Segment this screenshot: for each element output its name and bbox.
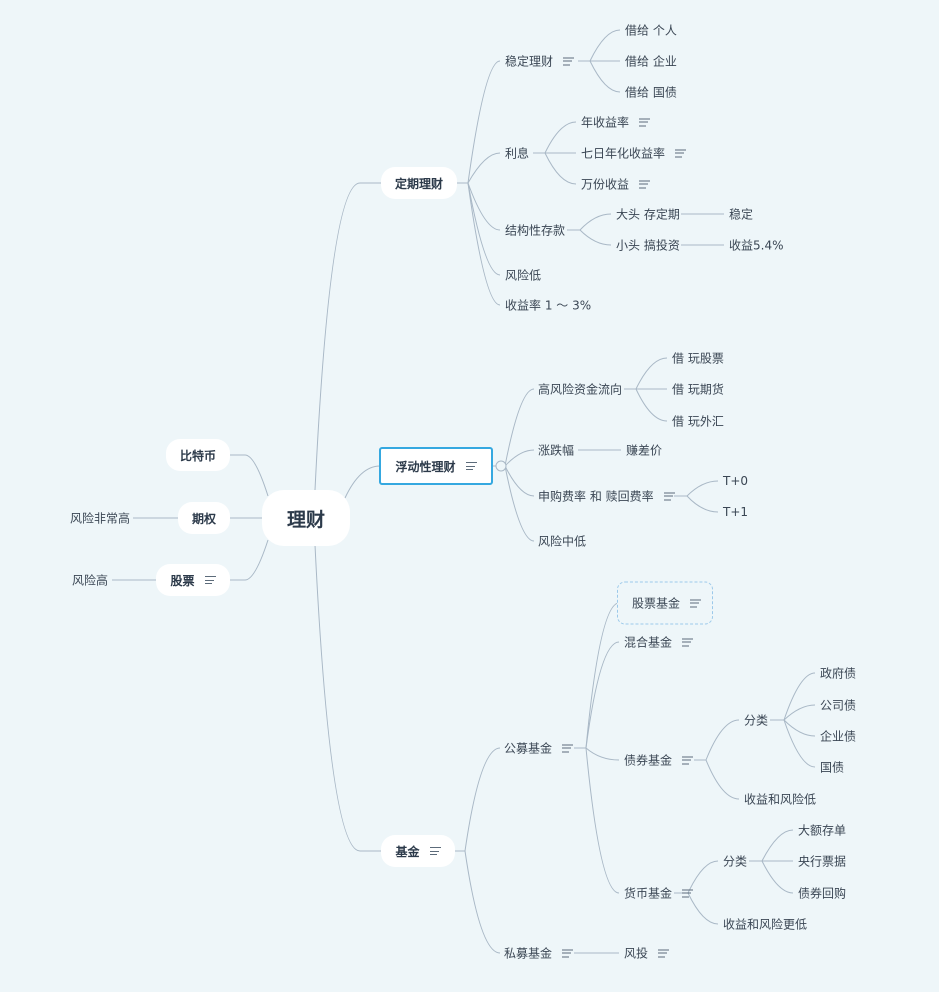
topic-fudong-label: 浮动性理财 xyxy=(395,459,456,474)
huobi-item[interactable]: 央行票据 xyxy=(798,854,847,869)
subtopic-simu-label: 私募基金 xyxy=(504,946,553,961)
notes-icon[interactable] xyxy=(639,118,651,126)
zhaiquan-item[interactable]: 国债 xyxy=(820,760,845,775)
subtopic-simu[interactable]: 私募基金 xyxy=(504,945,574,962)
zhaiquan-item[interactable]: 公司债 xyxy=(820,698,857,713)
topic-dingqi[interactable]: 定期理财 xyxy=(381,167,457,199)
huobi-item[interactable]: 债券回购 xyxy=(798,886,847,901)
fund-gupiao-label: 股票基金 xyxy=(632,596,681,611)
topic-dingqi-label: 定期理财 xyxy=(394,176,443,191)
lixi-item[interactable]: 七日年化收益率 xyxy=(581,145,687,162)
notes-icon[interactable] xyxy=(639,180,651,188)
shengou-item[interactable]: T+1 xyxy=(723,505,749,519)
topic-bitebi[interactable]: 比特币 xyxy=(166,439,230,471)
notes-icon[interactable] xyxy=(562,744,574,752)
simu-child-label: 风投 xyxy=(624,946,649,961)
notes-icon[interactable] xyxy=(562,949,574,957)
collapse-toggle[interactable] xyxy=(495,460,507,472)
gaofeng-item[interactable]: 借 玩期货 xyxy=(672,382,724,397)
zhaiquan-item[interactable]: 政府债 xyxy=(820,666,857,681)
gaofeng-item[interactable]: 借 玩股票 xyxy=(672,351,724,366)
notes-icon[interactable] xyxy=(663,492,675,500)
subtopic-gongmu-label: 公募基金 xyxy=(504,741,553,756)
fund-hunhe[interactable]: 混合基金 xyxy=(624,634,694,651)
fund-zhaiquan[interactable]: 债券基金 xyxy=(624,752,694,769)
dingqi-rate[interactable]: 收益率 1 ～ 3% xyxy=(505,298,592,313)
wending-item[interactable]: 借给 企业 xyxy=(625,54,677,69)
notes-icon[interactable] xyxy=(690,599,702,607)
subtopic-gaofeng[interactable]: 高风险资金流向 xyxy=(538,382,623,397)
fudong-risk[interactable]: 风险中低 xyxy=(538,534,587,549)
jiegou-big[interactable]: 大头 存定期 xyxy=(616,207,680,222)
topic-gupiao-label: 股票 xyxy=(170,573,195,588)
zhangdie-note[interactable]: 赚差价 xyxy=(626,443,663,458)
subtopic-shengou-label: 申购费率 和 赎回费率 xyxy=(538,489,654,504)
zhaiquan-item[interactable]: 企业债 xyxy=(820,729,857,744)
huobi-fenlei[interactable]: 分类 xyxy=(723,854,748,869)
fund-huobi-label: 货币基金 xyxy=(624,886,673,901)
gupiao-note[interactable]: 风险高 xyxy=(71,573,108,588)
subtopic-lixi[interactable]: 利息 xyxy=(505,146,530,161)
shengou-item[interactable]: T+0 xyxy=(723,474,749,488)
notes-icon[interactable] xyxy=(675,149,687,157)
subtopic-wending[interactable]: 稳定理财 xyxy=(505,53,575,70)
subtopic-gongmu[interactable]: 公募基金 xyxy=(504,740,574,757)
topic-qiquan[interactable]: 期权 xyxy=(178,502,230,534)
topic-jijin-label: 基金 xyxy=(395,844,420,859)
notes-icon[interactable] xyxy=(563,57,575,65)
lixi-item-label: 七日年化收益率 xyxy=(581,146,666,161)
root-node[interactable]: 理财 xyxy=(262,490,350,546)
huobi-item[interactable]: 大额存单 xyxy=(798,823,847,838)
simu-child[interactable]: 风投 xyxy=(624,945,670,962)
gaofeng-item[interactable]: 借 玩外汇 xyxy=(672,414,724,429)
topic-gupiao[interactable]: 股票 xyxy=(156,564,230,596)
subtopic-wending-label: 稳定理财 xyxy=(505,54,554,69)
lixi-item[interactable]: 万份收益 xyxy=(581,176,651,193)
fund-gupiao[interactable]: 股票基金 xyxy=(632,595,702,612)
zhaiquan-note[interactable]: 收益和风险低 xyxy=(744,792,817,807)
notes-icon[interactable] xyxy=(658,949,670,957)
root-label: 理财 xyxy=(286,508,325,531)
huobi-note[interactable]: 收益和风险更低 xyxy=(723,917,808,932)
jiegou-small[interactable]: 小头 搞投资 xyxy=(616,238,680,253)
notes-icon[interactable] xyxy=(204,576,216,584)
topic-jijin[interactable]: 基金 xyxy=(381,835,455,867)
wending-item[interactable]: 借给 个人 xyxy=(625,23,677,38)
jiegou-big-note[interactable]: 稳定 xyxy=(729,207,754,222)
lixi-item-label: 年收益率 xyxy=(581,115,630,130)
subtopic-jiegou[interactable]: 结构性存款 xyxy=(505,223,566,238)
lixi-item[interactable]: 年收益率 xyxy=(581,114,651,131)
notes-icon[interactable] xyxy=(682,638,694,646)
qiquan-note[interactable]: 风险非常高 xyxy=(69,511,130,526)
fund-zhaiquan-label: 债券基金 xyxy=(624,753,673,768)
jiegou-small-note[interactable]: 收益5.4% xyxy=(729,238,784,253)
notes-icon[interactable] xyxy=(465,462,477,470)
topic-qiquan-label: 期权 xyxy=(191,511,216,526)
lixi-item-label: 万份收益 xyxy=(581,177,630,192)
subtopic-shengou[interactable]: 申购费率 和 赎回费率 xyxy=(538,488,675,505)
topic-fudong[interactable]: 浮动性理财 xyxy=(379,447,493,485)
wending-item[interactable]: 借给 国债 xyxy=(625,85,677,100)
fund-huobi[interactable]: 货币基金 xyxy=(624,885,694,902)
topic-bitebi-label: 比特币 xyxy=(179,448,216,463)
notes-icon[interactable] xyxy=(682,889,694,897)
notes-icon[interactable] xyxy=(682,756,694,764)
dingqi-risk[interactable]: 风险低 xyxy=(505,268,542,283)
zhaiquan-fenlei[interactable]: 分类 xyxy=(744,713,769,728)
notes-icon[interactable] xyxy=(429,847,441,855)
subtopic-zhangdie[interactable]: 涨跌幅 xyxy=(538,443,575,458)
fund-hunhe-label: 混合基金 xyxy=(624,635,673,650)
